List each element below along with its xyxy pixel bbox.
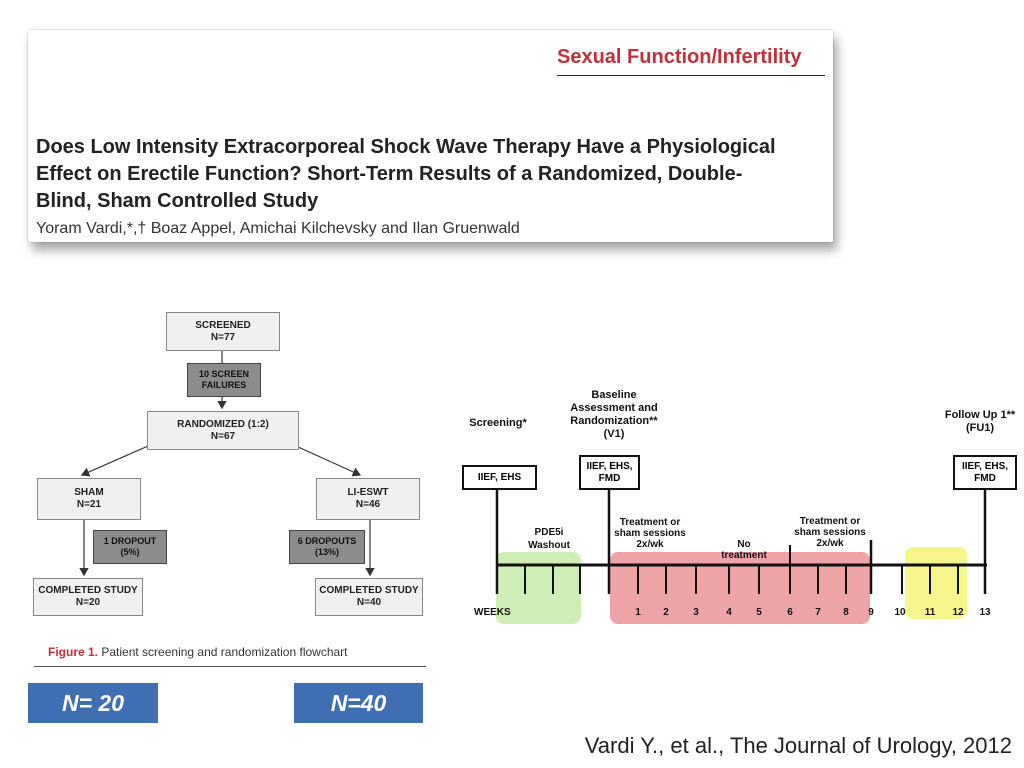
week-3: 3	[693, 607, 699, 618]
screen-failures-line2: FAILURES	[201, 380, 247, 390]
followup-measures-box: IIEF, EHS, FMD	[953, 455, 1017, 490]
followup-measures-line2: FMD	[974, 472, 996, 484]
sham-count: N=21	[76, 499, 102, 510]
figure-label: Figure 1.	[48, 645, 99, 659]
treatment2-line2: sham sessions	[794, 527, 866, 538]
baseline-measures-box: IIEF, EHS, FMD	[579, 455, 640, 490]
paper-header: Sexual Function/Infertility Does Low Int…	[28, 30, 833, 242]
followup-heading: Follow Up 1** (FU1)	[930, 409, 1024, 435]
washout-label: PDE5i Washout	[515, 526, 583, 552]
li-eswt-label: LI-ESWT	[347, 487, 389, 498]
baseline-line1: Baseline	[591, 389, 637, 401]
randomized-box: RANDOMIZED (1:2) N=67	[147, 411, 299, 450]
li-eswt-count: N=46	[355, 499, 381, 510]
screening-measures-box: IIEF, EHS	[462, 465, 537, 490]
week-4: 4	[726, 607, 732, 618]
caption-divider	[34, 666, 426, 667]
completed-sham-label: COMPLETED STUDY	[38, 585, 138, 596]
randomized-label: RANDOMIZED (1:2)	[177, 418, 269, 430]
week-5: 5	[756, 607, 762, 618]
week-1: 1	[635, 607, 641, 618]
dropout-eswt-line1: 6 DROPOUTS	[297, 536, 357, 546]
week-2: 2	[663, 607, 669, 618]
washout-line1: PDE5i	[534, 527, 564, 538]
dropout-sham-line1: 1 DROPOUT	[103, 536, 157, 546]
no-treatment-line2: treatment	[721, 550, 767, 561]
treatment2-label: Treatment or sham sessions 2x/wk	[786, 516, 874, 549]
week-6: 6	[787, 607, 793, 618]
treatment1-line2: sham sessions	[614, 528, 686, 539]
followup-shade	[905, 547, 967, 619]
paper-title: Does Low Intensity Extracorporeal Shock …	[36, 136, 776, 212]
dropout-sham-line2: (5%)	[120, 547, 140, 557]
randomized-count: N=67	[210, 430, 236, 442]
screened-count: N=77	[210, 331, 236, 343]
baseline-line2: Assessment and	[570, 402, 658, 414]
followup-measures-line1: IIEF, EHS,	[961, 460, 1009, 472]
week-8: 8	[843, 607, 849, 618]
figure-caption-text: Patient screening and randomization flow…	[101, 645, 348, 659]
completed-eswt-box: COMPLETED STUDY N=40	[315, 578, 423, 616]
n-left-label: N= 20	[28, 683, 158, 723]
screened-label: SCREENED	[195, 319, 251, 331]
baseline-measures-line1: IIEF, EHS,	[586, 460, 633, 472]
baseline-line4: (V1)	[603, 428, 625, 440]
dropout-eswt-line2: (13%)	[314, 547, 339, 557]
screening-heading: Screening*	[469, 417, 527, 429]
treatment1-line1: Treatment or	[619, 517, 681, 528]
completed-eswt-count: N=40	[356, 597, 382, 608]
week-9: 9	[868, 607, 874, 618]
dropout-eswt-box: 6 DROPOUTS (13%)	[289, 530, 365, 564]
screening-measures: IIEF, EHS	[477, 471, 522, 483]
section-title: Sexual Function/Infertility	[557, 46, 825, 76]
completed-sham-count: N=20	[75, 597, 101, 608]
dropout-sham-box: 1 DROPOUT (5%)	[93, 530, 167, 564]
baseline-measures-line2: FMD	[598, 472, 621, 484]
treatment1-line3: 2x/wk	[636, 539, 664, 550]
paper-authors: Yoram Vardi,*,† Boaz Appel, Amichai Kilc…	[36, 220, 520, 237]
sham-label: SHAM	[74, 487, 104, 498]
treatment2-line3: 2x/wk	[816, 538, 844, 549]
weeks-label: WEEKS	[474, 607, 511, 618]
treatment1-label: Treatment or sham sessions 2x/wk	[606, 517, 694, 550]
baseline-heading: Baseline Assessment and Randomization** …	[555, 389, 673, 441]
sham-box: SHAM N=21	[37, 478, 141, 520]
li-eswt-box: LI-ESWT N=46	[316, 478, 420, 520]
screened-box: SCREENED N=77	[166, 312, 280, 351]
no-treatment-label: No treatment	[710, 539, 778, 561]
n-right-label: N=40	[294, 683, 423, 723]
followup-line1: Follow Up 1**	[944, 409, 1016, 421]
screen-failures-box: 10 SCREEN FAILURES	[187, 363, 261, 397]
baseline-line3: Randomization**	[570, 415, 658, 427]
completed-sham-box: COMPLETED STUDY N=20	[33, 578, 143, 616]
figure-caption: Figure 1. Patient screening and randomiz…	[48, 645, 348, 659]
week-10: 10	[894, 607, 906, 618]
completed-eswt-label: COMPLETED STUDY	[319, 585, 419, 596]
week-7: 7	[815, 607, 821, 618]
treatment2-line1: Treatment or	[799, 516, 861, 527]
week-11: 11	[924, 607, 936, 618]
week-12: 12	[952, 607, 964, 618]
citation: Vardi Y., et al., The Journal of Urology…	[584, 733, 1012, 758]
followup-line2: (FU1)	[965, 422, 995, 434]
no-treatment-line1: No	[737, 539, 751, 550]
washout-line2: Washout	[528, 540, 570, 551]
week-13: 13	[979, 607, 991, 618]
screen-failures-line1: 10 SCREEN	[198, 369, 250, 379]
